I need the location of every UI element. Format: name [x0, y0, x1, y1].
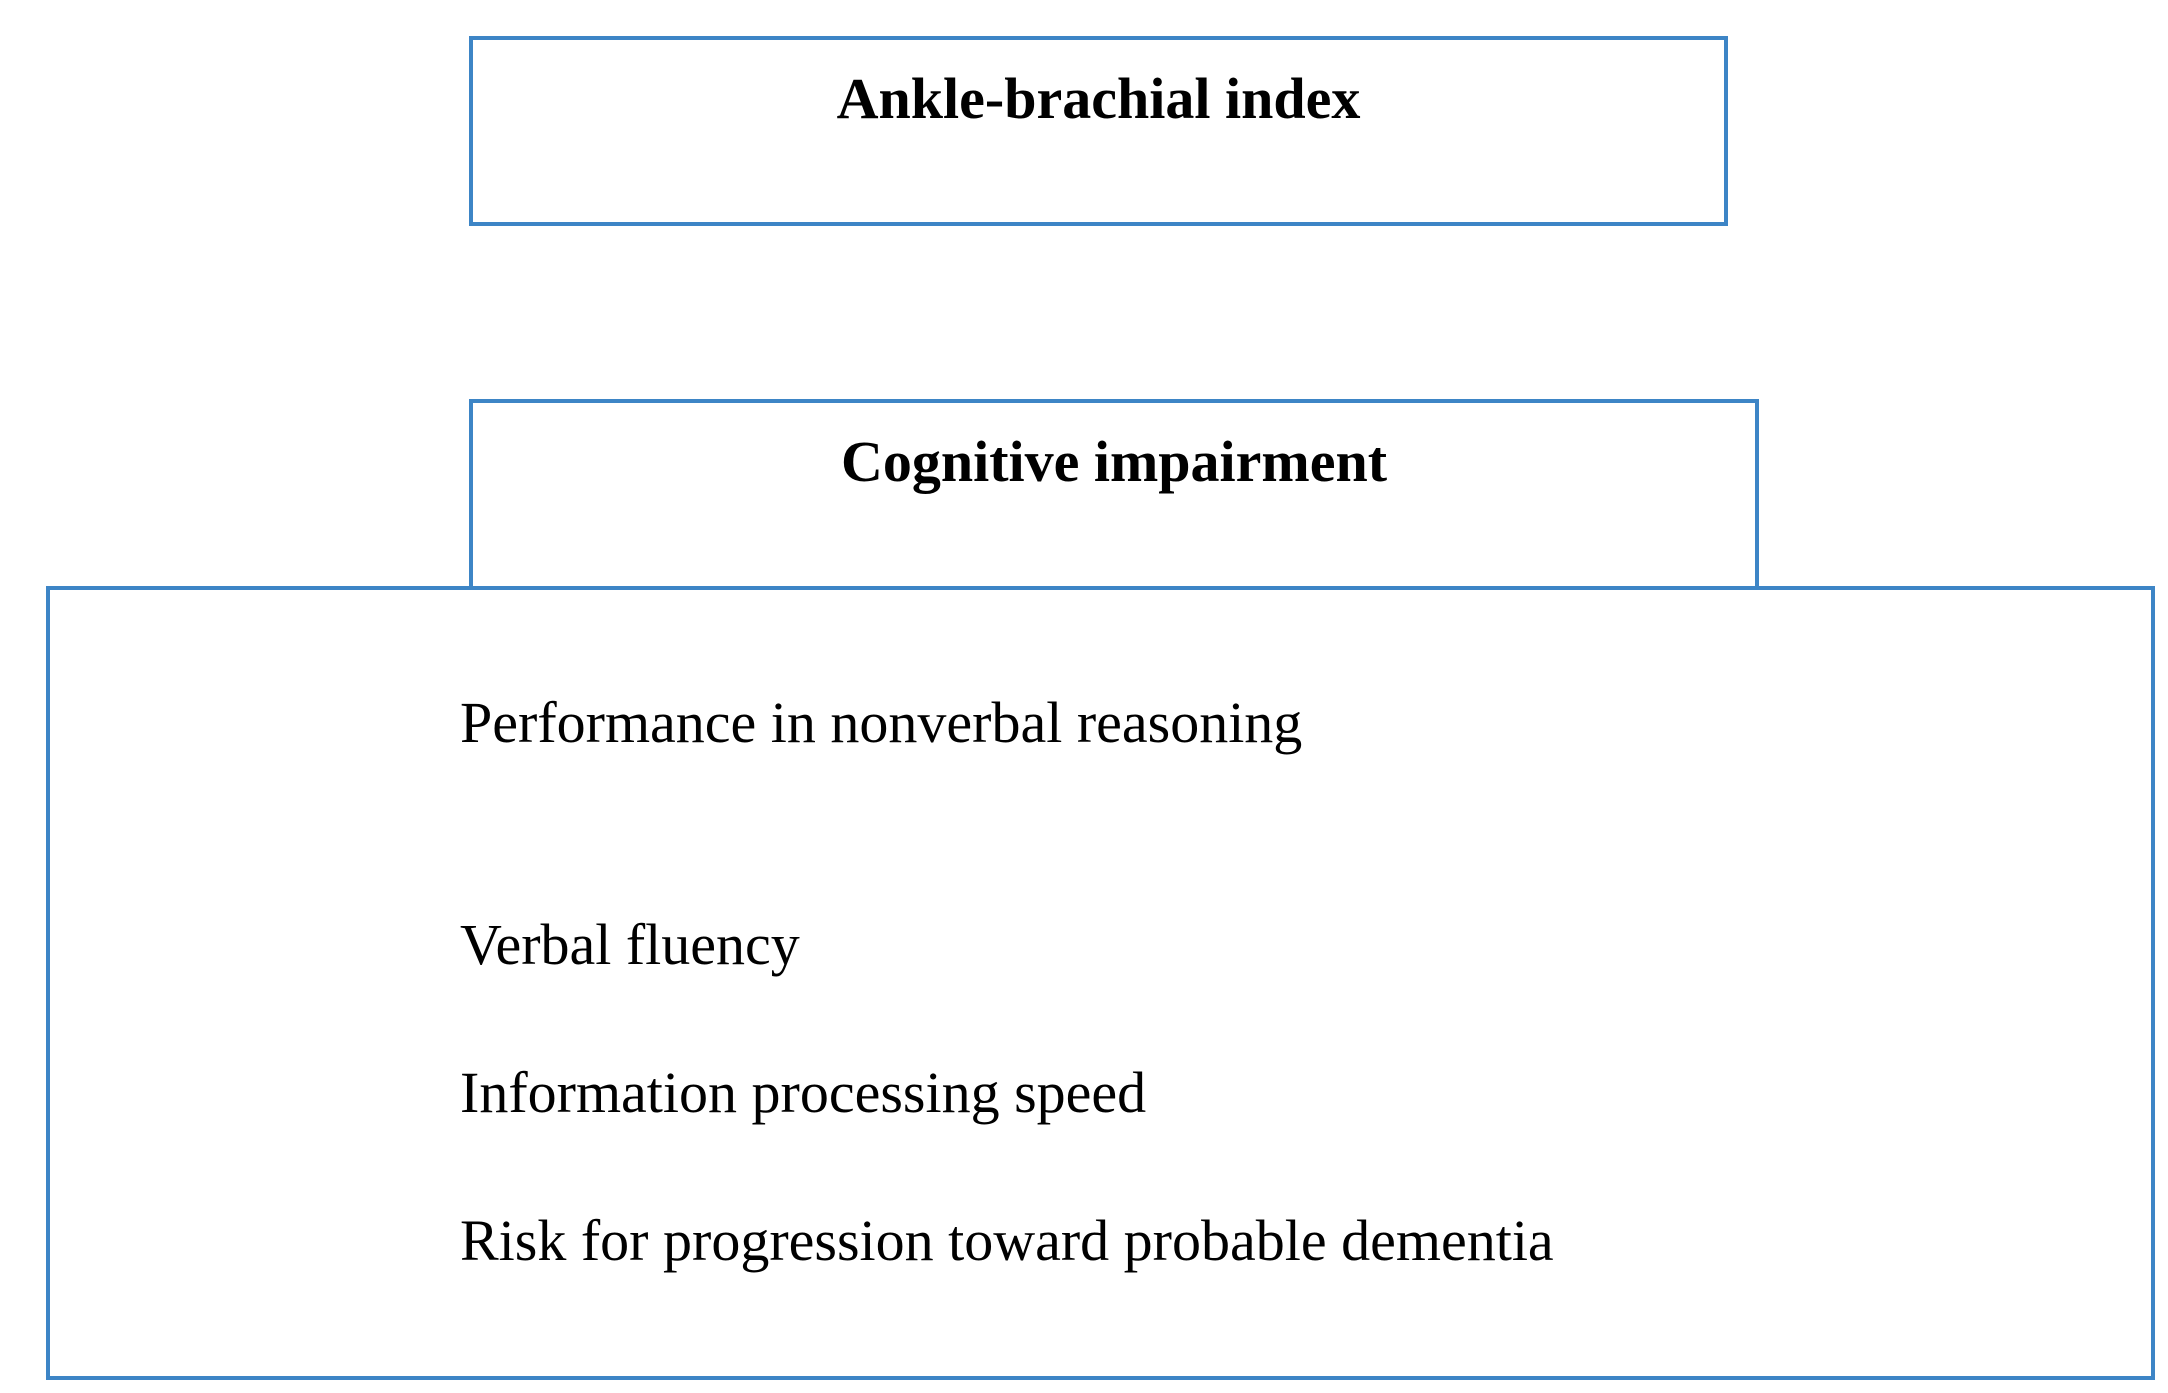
cognitive-impairment-box: Cognitive impairment: [469, 399, 1759, 594]
outcome-nonverbal-reasoning: Performance in nonverbal reasoning: [460, 690, 1303, 755]
cognitive-impairment-label: Cognitive impairment: [840, 429, 1388, 494]
cognitive-outcomes-box: Performance in nonverbal reasoning Verba…: [46, 586, 2155, 1380]
outcome-processing-speed: Information processing speed: [460, 1060, 1147, 1125]
outcome-verbal-fluency: Verbal fluency: [460, 912, 800, 977]
ankle-brachial-index-box: Ankle-brachial index: [469, 36, 1728, 226]
outcome-dementia-risk: Risk for progression toward probable dem…: [460, 1208, 1554, 1273]
ankle-brachial-index-label: Ankle-brachial index: [836, 66, 1361, 131]
